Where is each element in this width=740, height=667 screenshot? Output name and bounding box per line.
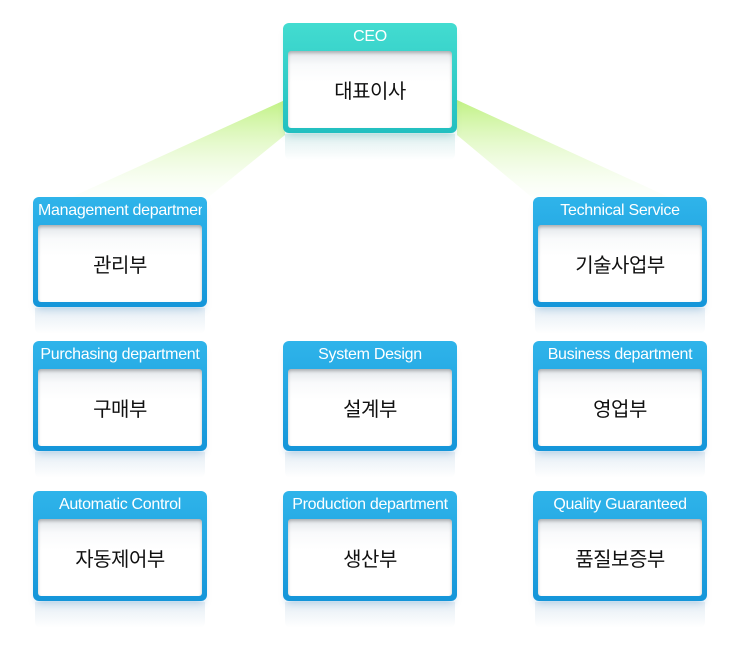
dept-reflection [285, 602, 455, 628]
dept-reflection [535, 452, 705, 478]
ceo-name: 대표이사 [334, 79, 406, 103]
dept-reflection [535, 602, 705, 628]
dept-box-quality-guaranteed: Quality Guaranteed 품질보증부 [533, 491, 707, 601]
ceo-reflection [285, 134, 455, 160]
dept-name: 기술사업부 [575, 253, 665, 277]
ceo-body: 대표이사 [288, 51, 452, 128]
dept-reflection [535, 308, 705, 334]
dept-title: Production department [292, 496, 448, 513]
dept-name: 품질보증부 [575, 547, 665, 571]
dept-title: Business department [547, 346, 693, 363]
dept-title: Purchasing department [40, 346, 200, 363]
dept-reflection [35, 452, 205, 478]
dept-title: Management department [38, 202, 202, 219]
dept-title: Quality Guaranteed [553, 496, 687, 513]
dept-body: 구매부 [38, 369, 202, 446]
dept-title: Technical Service [560, 202, 680, 219]
dept-name: 구매부 [93, 397, 147, 421]
dept-box-system-design: System Design 설계부 [283, 341, 457, 451]
dept-name: 영업부 [593, 397, 647, 421]
dept-box-automatic-control: Automatic Control 자동제어부 [33, 491, 207, 601]
dept-body: 품질보증부 [538, 519, 702, 596]
dept-name: 설계부 [343, 397, 397, 421]
dept-body: 자동제어부 [38, 519, 202, 596]
dept-reflection [35, 308, 205, 334]
dept-reflection [35, 602, 205, 628]
dept-body: 기술사업부 [538, 225, 702, 302]
dept-reflection [285, 452, 455, 478]
ceo-box: CEO 대표이사 [283, 23, 457, 133]
connector-left [65, 100, 285, 200]
dept-name: 생산부 [343, 547, 397, 571]
dept-body: 생산부 [288, 519, 452, 596]
dept-box-management: Management department 관리부 [33, 197, 207, 307]
dept-body: 설계부 [288, 369, 452, 446]
connector-right [457, 100, 675, 200]
dept-box-business: Business department 영업부 [533, 341, 707, 451]
ceo-connector-glow [65, 100, 675, 200]
dept-box-technical-service: Technical Service 기술사업부 [533, 197, 707, 307]
dept-body: 영업부 [538, 369, 702, 446]
dept-title: Automatic Control [58, 496, 182, 513]
dept-title: System Design [318, 346, 422, 363]
dept-name: 관리부 [93, 253, 147, 277]
dept-body: 관리부 [38, 225, 202, 302]
dept-box-purchasing: Purchasing department 구매부 [33, 341, 207, 451]
dept-box-production: Production department 생산부 [283, 491, 457, 601]
ceo-title: CEO [353, 28, 387, 45]
dept-name: 자동제어부 [75, 547, 165, 571]
